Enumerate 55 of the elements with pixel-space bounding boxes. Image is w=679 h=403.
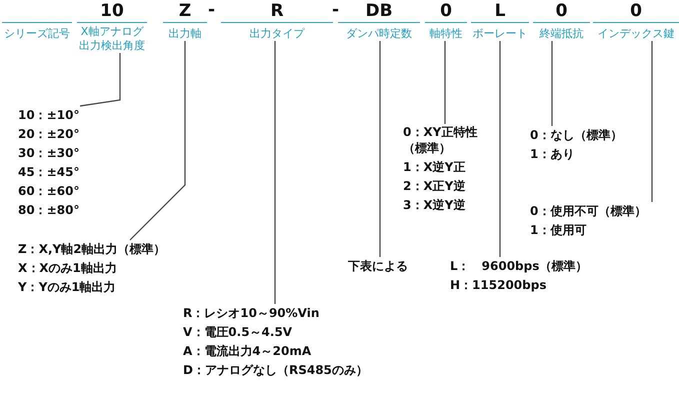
code-segment: [533, 0, 590, 41]
option-text: Y：Yのみ1軸出力: [18, 279, 117, 296]
option-text: 10：±10°: [18, 107, 80, 124]
option-text: 30：±30°: [18, 145, 80, 162]
segment-label: 終端抵抗: [538, 27, 584, 41]
segment-label: 軸特性: [428, 27, 464, 41]
code-letter: L: [471, 0, 529, 23]
segment-label: 出力タイプ: [248, 27, 306, 41]
option-text: X：Xのみ1軸出力: [18, 260, 118, 277]
option-text: L： 9600bps（標準）: [450, 258, 588, 275]
separator-dash: -: [332, 0, 340, 20]
code-segment: [77, 0, 147, 53]
leader-line: [130, 41, 186, 240]
code-letter: 0: [533, 0, 590, 23]
code-letter: DB: [338, 0, 420, 23]
leader-line: [379, 41, 381, 257]
option-text: A：電流出力4～20mA: [183, 343, 312, 360]
option-text: 80：±80°: [18, 202, 80, 219]
leader-line: [80, 53, 121, 107]
option-text: 2：X正Y逆: [403, 178, 466, 194]
separator-dash: -: [208, 0, 216, 20]
option-text: 1：X逆Y正: [403, 159, 466, 175]
option-text: 45：±45°: [18, 164, 80, 181]
option-text: 0：使用不可（標準）: [530, 203, 648, 220]
option-text: 20：±20°: [18, 126, 80, 143]
segment-label: インデックス鍵: [596, 27, 676, 41]
option-text: 1：使用可: [530, 222, 588, 239]
option-text: H：115200bps: [450, 277, 548, 294]
segment-label: ボーレート: [472, 27, 528, 41]
code-letter: 0: [593, 0, 679, 23]
option-text: R：レシオ10～90%Vin: [183, 305, 320, 322]
code-letter: Z: [163, 0, 207, 23]
option-text: 60：±60°: [18, 183, 80, 200]
option-text: 下表による: [348, 258, 409, 275]
code-letter: 0: [425, 0, 467, 23]
segment-label: X軸アナログ出力検出角度: [78, 25, 146, 53]
leader-line: [444, 41, 446, 124]
option-text: 1：あり: [530, 146, 576, 163]
code-segment: [593, 0, 679, 41]
option-text: D：アナログなし（RS485のみ）: [183, 362, 369, 379]
segment-label: 出力軸: [168, 27, 202, 41]
segment-label: シリーズ記号: [3, 27, 71, 41]
option-text: 3：X逆Y逆: [403, 197, 466, 213]
leader-line: [274, 41, 276, 304]
segment-label: ダンパ時定数: [345, 27, 413, 41]
code-letter: 10: [77, 0, 147, 23]
option-text: Z：X,Y軸2軸出力（標準）: [18, 241, 167, 258]
code-letter: R: [221, 0, 333, 23]
leader-line: [499, 41, 501, 257]
option-text: 0：XY正特性（標準）: [403, 124, 478, 156]
leader-line: [551, 41, 553, 126]
option-text: V：電圧0.5～4.5V: [183, 324, 294, 341]
option-text: 0：なし（標準）: [530, 127, 624, 144]
code-segment: [425, 0, 467, 41]
leader-line: [651, 41, 653, 202]
